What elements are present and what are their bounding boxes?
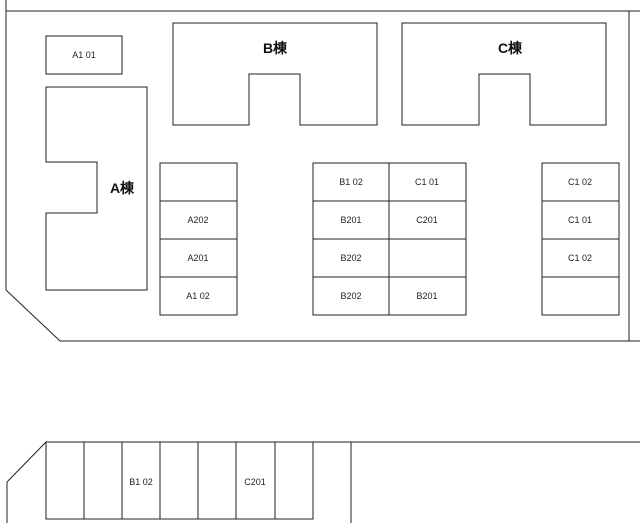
slot-col1-4[interactable] xyxy=(159,276,238,316)
room-a101-label: A1 01 xyxy=(72,50,96,60)
building-a-label: A棟 xyxy=(110,180,135,196)
lower-slot-2[interactable] xyxy=(83,441,123,520)
slot-label: C1 01 xyxy=(415,177,439,187)
building-c-label: C棟 xyxy=(498,40,523,56)
slot-col1-1[interactable] xyxy=(159,162,238,202)
slot-column-2: B1 02 B201 B202 B202 xyxy=(312,162,390,316)
slot-col3-1[interactable] xyxy=(388,162,467,202)
slot-label: B1 02 xyxy=(129,477,153,487)
slot-label: B202 xyxy=(340,253,361,263)
lower-slot-row: B1 02 C201 xyxy=(45,441,314,520)
slot-label: C201 xyxy=(416,215,438,225)
building-a[interactable]: A棟 xyxy=(45,86,148,291)
slot-col3-4[interactable] xyxy=(388,276,467,316)
slot-col3-3[interactable] xyxy=(388,238,467,278)
slot-label: C1 01 xyxy=(568,215,592,225)
lower-slot-7[interactable] xyxy=(274,441,314,520)
slot-col1-3[interactable] xyxy=(159,238,238,278)
slot-label: C201 xyxy=(244,477,266,487)
lower-slot-5[interactable] xyxy=(197,441,237,520)
slot-label: B201 xyxy=(340,215,361,225)
slot-column-1: A202 A201 A1 02 xyxy=(159,162,238,316)
slot-col4-3[interactable] xyxy=(541,238,620,278)
building-b[interactable]: B棟 xyxy=(172,22,378,126)
slot-col4-1[interactable] xyxy=(541,162,620,202)
slot-label: B201 xyxy=(416,291,437,301)
slot-label: A201 xyxy=(187,253,208,263)
lower-slot-3[interactable] xyxy=(121,441,161,520)
slot-column-3: C1 01 C201 B201 xyxy=(388,162,467,316)
slot-label: B202 xyxy=(340,291,361,301)
lower-slot-6[interactable] xyxy=(235,441,276,520)
slot-col2-1[interactable] xyxy=(312,162,390,202)
upper-lot-outline xyxy=(5,0,640,342)
building-c[interactable]: C棟 xyxy=(401,22,607,126)
slot-label: C1 02 xyxy=(568,177,592,187)
building-b-label: B棟 xyxy=(263,40,288,56)
slot-col4-2[interactable] xyxy=(541,200,620,240)
slot-col3-2[interactable] xyxy=(388,200,467,240)
slot-col2-3[interactable] xyxy=(312,238,390,278)
room-a101[interactable]: A1 01 xyxy=(45,35,123,75)
lower-slot-4[interactable] xyxy=(159,441,199,520)
slot-col4-4[interactable] xyxy=(541,276,620,316)
lower-slot-1[interactable] xyxy=(45,441,85,520)
slot-column-4: C1 02 C1 01 C1 02 xyxy=(541,162,620,316)
slot-label: C1 02 xyxy=(568,253,592,263)
slot-label: B1 02 xyxy=(339,177,363,187)
slot-label: A202 xyxy=(187,215,208,225)
slot-label: A1 02 xyxy=(186,291,210,301)
